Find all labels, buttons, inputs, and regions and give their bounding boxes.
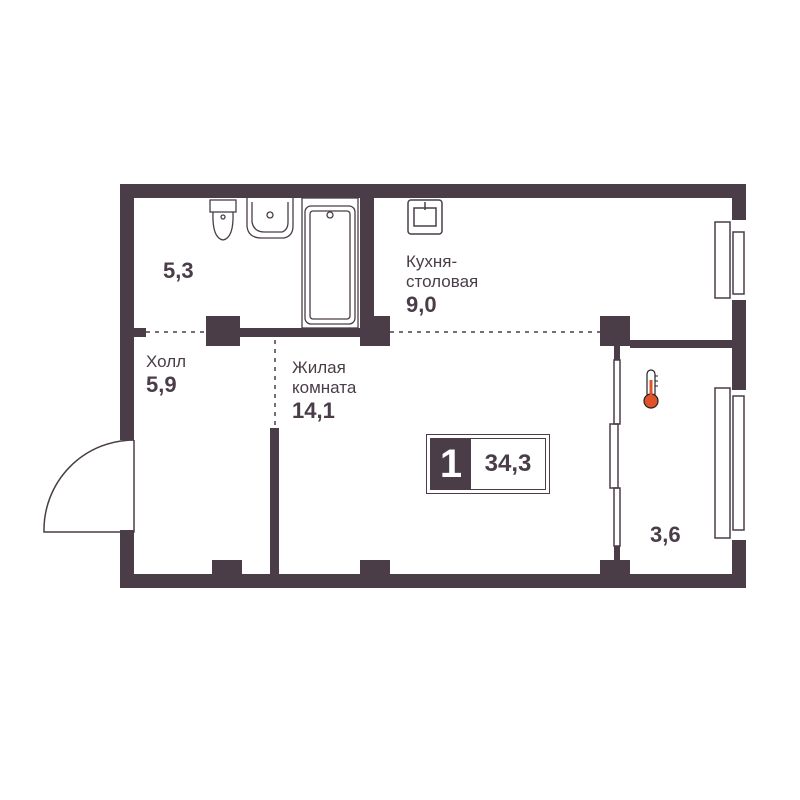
balcony-area: 3,6 bbox=[650, 522, 681, 547]
windows bbox=[714, 221, 745, 539]
kitchen-sink-icon bbox=[407, 199, 443, 235]
room-count: 1 bbox=[431, 439, 471, 489]
kitchen-area: 9,0 bbox=[406, 292, 437, 317]
kitchen-label-line1: Кухня- bbox=[406, 252, 458, 271]
apartment-badge: 1 34,3 bbox=[426, 434, 550, 494]
living-room-area: 14,1 bbox=[292, 398, 335, 423]
sink-icon bbox=[246, 198, 294, 239]
zone-dividers bbox=[146, 331, 600, 428]
bathtub-icon bbox=[301, 197, 359, 329]
toilet-icon bbox=[209, 199, 237, 241]
total-area: 34,3 bbox=[484, 450, 532, 477]
hall-area: 5,9 bbox=[146, 372, 177, 397]
walls bbox=[120, 184, 746, 588]
living-room-label-line2: комната bbox=[292, 378, 357, 397]
balcony-glazing bbox=[609, 359, 621, 547]
kitchen-label-line2: столовая bbox=[406, 272, 479, 291]
bathroom-area: 5,3 bbox=[163, 258, 194, 283]
thermometer-icon bbox=[643, 369, 659, 409]
hall-label: Холл bbox=[146, 352, 187, 371]
entrance-door-swing bbox=[43, 439, 135, 533]
living-room-label-line1: Жилая bbox=[292, 358, 346, 377]
